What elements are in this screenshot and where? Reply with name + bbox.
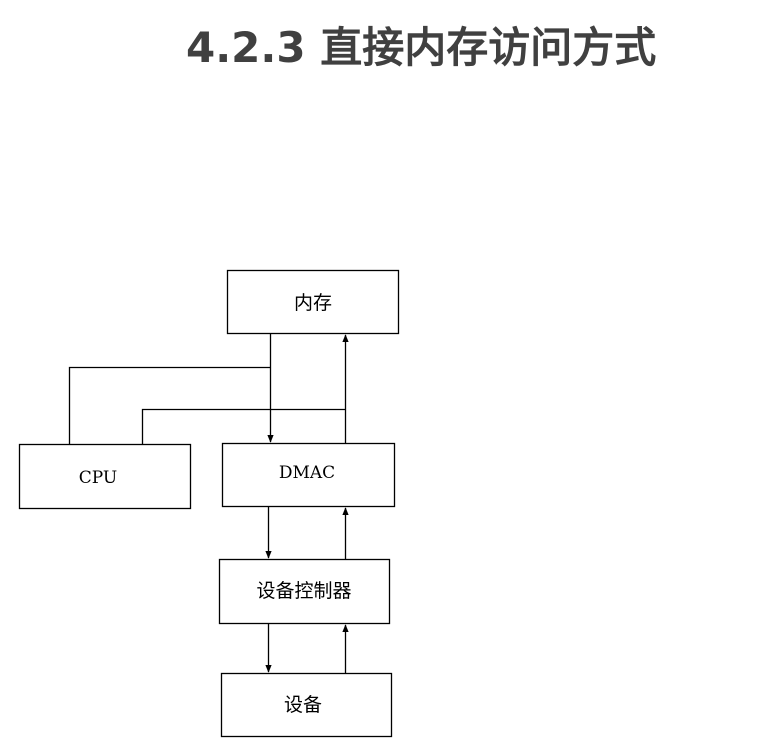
cpu-node: CPU bbox=[18, 443, 192, 510]
device-controller-box bbox=[218, 558, 391, 625]
memory-node: 内存 bbox=[226, 269, 400, 335]
dmac-node: DMAC bbox=[221, 442, 396, 508]
cpu-bus-line-upper bbox=[68, 366, 271, 444]
memory-label: 内存 bbox=[294, 292, 332, 314]
cpu-bus-line-lower bbox=[141, 408, 346, 444]
cpu-box bbox=[18, 443, 192, 510]
connectors bbox=[68, 334, 349, 673]
device-box bbox=[220, 672, 393, 738]
dmac-box bbox=[221, 442, 396, 508]
device-controller-label: 设备控制器 bbox=[256, 580, 351, 602]
cpu-label: CPU bbox=[79, 468, 117, 488]
device-controller-node: 设备控制器 bbox=[218, 558, 391, 625]
dmac-label: DMAC bbox=[279, 463, 335, 483]
device-node: 设备 bbox=[220, 672, 393, 738]
device-label: 设备 bbox=[284, 694, 322, 716]
memory-box bbox=[226, 269, 400, 335]
page-title: 4.2.3 直接内存访问方式 bbox=[186, 23, 657, 72]
